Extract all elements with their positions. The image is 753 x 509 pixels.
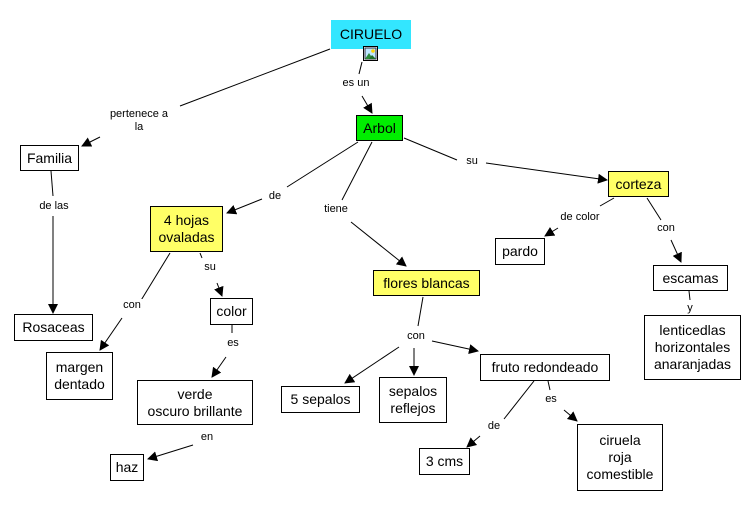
- connector-arrow: [466, 435, 481, 448]
- concept-pardo[interactable]: pardo: [495, 238, 545, 265]
- connector-arrow: [226, 198, 263, 215]
- concept-ciruelo[interactable]: CIRUELO: [331, 20, 411, 49]
- link-con-margen[interactable]: con: [118, 299, 146, 312]
- image-icon-graphic: [364, 47, 377, 60]
- concept-corteza[interactable]: corteza: [608, 171, 669, 197]
- connector-arrow: [361, 95, 373, 114]
- link-es-verde[interactable]: es: [223, 337, 243, 350]
- image-icon[interactable]: [363, 46, 378, 61]
- connector-line: [358, 61, 363, 75]
- link-su-corteza[interactable]: su: [462, 155, 482, 168]
- connector-line: [139, 252, 171, 303]
- link-con-flores[interactable]: con: [402, 330, 430, 343]
- connector-arrow: [431, 340, 479, 354]
- connector-line: [286, 141, 359, 188]
- concept-sepalos-reflejos[interactable]: sepalos reflejos: [379, 377, 447, 423]
- connector-arrow: [214, 282, 224, 297]
- concept-fruto-redondeado[interactable]: fruto redondeado: [480, 354, 610, 381]
- connector-arrow: [147, 444, 194, 462]
- link-de[interactable]: de: [266, 190, 284, 203]
- connector-arrow: [485, 162, 608, 184]
- concept-lenticelas-horizontales-anaranjadas[interactable]: lenticedlas horizontales anaranjadas: [644, 315, 741, 380]
- connector-line: [417, 296, 424, 327]
- link-es-fruto[interactable]: es: [541, 393, 561, 406]
- connector-arrow: [544, 227, 559, 237]
- connector-line: [503, 380, 535, 420]
- concept-color[interactable]: color: [210, 298, 253, 325]
- connector-line: [547, 380, 551, 391]
- concept-3-cms[interactable]: 3 cms: [419, 448, 470, 475]
- connector-arrow: [211, 356, 227, 378]
- connector-arrow: [670, 239, 682, 263]
- concept-5-sepalos[interactable]: 5 sepalos: [281, 386, 360, 413]
- concept-escamas[interactable]: escamas: [653, 265, 728, 291]
- connector-line: [403, 137, 458, 161]
- connector-line: [50, 170, 54, 197]
- concept-familia[interactable]: Familia: [20, 145, 79, 171]
- concept-verde-oscuro-brillante[interactable]: verde oscuro brillante: [137, 380, 253, 425]
- link-de-color[interactable]: de color: [555, 211, 605, 224]
- concept-4-hojas-ovaladas[interactable]: 4 hojas ovaladas: [150, 206, 223, 252]
- connector-line: [646, 197, 662, 221]
- link-su-color[interactable]: su: [200, 261, 220, 274]
- concept-flores-blancas[interactable]: flores blancas: [373, 270, 480, 296]
- link-y[interactable]: y: [684, 302, 696, 315]
- connector-arrow: [344, 346, 400, 384]
- link-con-escamas[interactable]: con: [653, 222, 679, 235]
- connector-line: [179, 48, 331, 107]
- link-de-fruto[interactable]: de: [484, 420, 504, 433]
- concept-rosaceas[interactable]: Rosaceas: [14, 314, 93, 341]
- link-pertenece-a-la[interactable]: pertenece a la: [104, 108, 174, 134]
- connector-line: [199, 252, 203, 259]
- connector-arrow: [81, 136, 101, 147]
- connector-line: [341, 141, 373, 201]
- link-es-un[interactable]: es un: [337, 77, 375, 90]
- concept-haz[interactable]: haz: [110, 454, 144, 481]
- connector-line: [599, 197, 615, 207]
- concept-arbol[interactable]: Arbol: [356, 115, 403, 141]
- connector-arrow: [563, 409, 578, 422]
- link-tiene[interactable]: tiene: [319, 203, 353, 216]
- concept-margen-dentado[interactable]: margen dentado: [46, 352, 113, 400]
- link-en-haz[interactable]: en: [197, 431, 217, 444]
- concept-ciruela-roja-comestible[interactable]: ciruela roja comestible: [577, 424, 663, 491]
- connector-arrow: [350, 221, 407, 267]
- link-de-las[interactable]: de las: [33, 200, 75, 213]
- connector-arrow: [99, 317, 123, 351]
- connector-line: [688, 290, 691, 301]
